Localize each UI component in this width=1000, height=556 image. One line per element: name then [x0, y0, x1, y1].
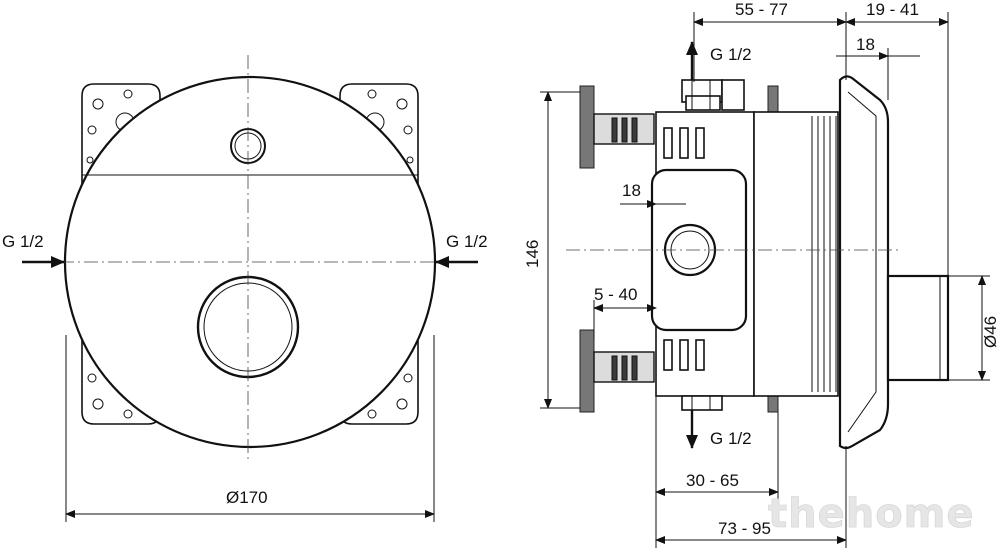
- outlet-diameter-label: Ø46: [981, 316, 1000, 348]
- bottom-port-label: G 1/2: [710, 429, 752, 448]
- cover-range-label: 19 - 41: [866, 0, 919, 19]
- housing-body: [753, 111, 839, 397]
- total-depth-label: 73 - 95: [718, 519, 771, 538]
- thread-lines: [811, 116, 837, 392]
- watermark: thehome: [768, 491, 975, 537]
- depth-range-label: 55 - 77: [735, 0, 788, 19]
- cover-plate: [838, 75, 890, 450]
- top-port-label: G 1/2: [710, 45, 752, 64]
- cover-thickness-label: 18: [856, 35, 875, 54]
- pipe-offset-label: 5 - 40: [594, 285, 637, 304]
- side-view: [540, 12, 990, 548]
- front-cylinder: [886, 274, 950, 382]
- left-inlet-label: G 1/2: [2, 232, 44, 251]
- inner-offset-label: 18: [622, 181, 641, 200]
- height-label: 146: [523, 240, 542, 268]
- diameter-body-label: Ø170: [226, 488, 268, 507]
- outlet-depth-label: 30 - 65: [686, 471, 739, 490]
- front-view: [22, 55, 478, 522]
- right-inlet-label: G 1/2: [446, 232, 488, 251]
